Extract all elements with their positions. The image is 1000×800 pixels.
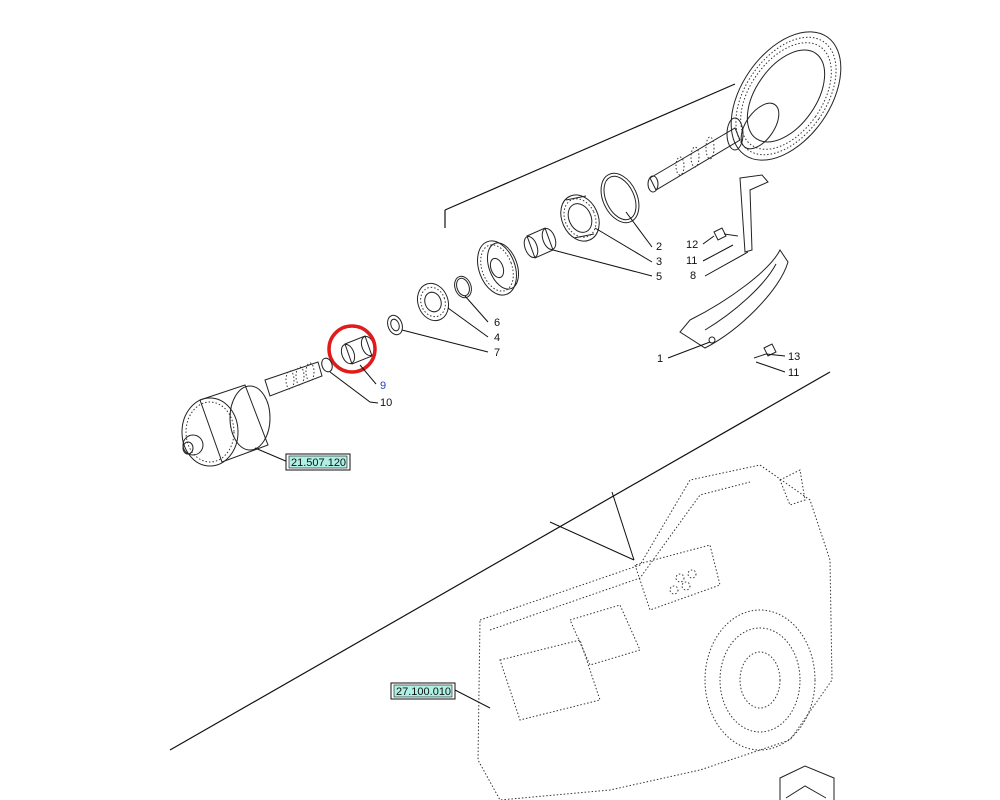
support-bracket[interactable] [739, 174, 769, 253]
callout-9[interactable]: 9 [380, 380, 386, 392]
highlight-circle [327, 324, 377, 374]
reference-label-housing: 27.100.010 [396, 686, 451, 698]
thrust-washer[interactable] [385, 313, 405, 337]
callout-8[interactable]: 8 [690, 270, 696, 282]
snap-ring[interactable] [452, 274, 475, 300]
callout-1[interactable]: 1 [657, 353, 663, 365]
callout-11-upper[interactable]: 11 [686, 255, 697, 267]
spacer-bush[interactable] [522, 227, 559, 260]
callout-10[interactable]: 10 [380, 397, 392, 409]
callout-4[interactable]: 4 [494, 332, 500, 344]
needle-bearing[interactable] [339, 335, 377, 366]
callout-12[interactable]: 12 [686, 239, 698, 251]
ball-bearing[interactable] [412, 279, 453, 325]
guard-plate[interactable] [679, 249, 789, 349]
callout-5[interactable]: 5 [656, 271, 662, 283]
taper-bearing[interactable] [554, 189, 607, 248]
callouts: 2 3 5 6 4 7 9 10 12 11 8 1 13 11 [380, 239, 800, 409]
callout-13[interactable]: 13 [788, 351, 800, 363]
leader-lines [254, 211, 786, 709]
callout-6[interactable]: 6 [494, 317, 500, 329]
callout-7[interactable]: 7 [494, 347, 500, 359]
clutch-assembly[interactable] [181, 361, 323, 467]
circlip[interactable] [320, 357, 334, 374]
reference-box-housing[interactable]: 27.100.010 [390, 682, 456, 700]
bevel-ring-gear[interactable] [709, 12, 864, 180]
reference-label-clutch: 21.507.120 [291, 457, 346, 469]
bolt-lower[interactable] [753, 343, 777, 359]
callout-2[interactable]: 2 [656, 241, 662, 253]
o-ring[interactable] [594, 167, 647, 228]
transmission-housing[interactable] [477, 464, 833, 800]
section-frame-lines [169, 83, 831, 751]
reference-box-clutch[interactable]: 21.507.120 [285, 453, 351, 471]
spur-gear[interactable] [471, 236, 525, 301]
callout-3[interactable]: 3 [656, 256, 662, 268]
bolt-upper[interactable] [713, 227, 739, 241]
view-indicator-icon [779, 765, 835, 800]
pinion-shaft[interactable] [647, 117, 744, 193]
callout-11-lower[interactable]: 11 [788, 367, 799, 379]
